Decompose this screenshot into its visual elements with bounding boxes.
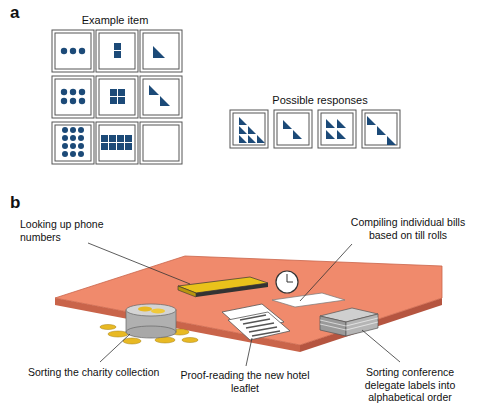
phone-book [178,277,268,297]
till-rolls [272,293,345,307]
matrix-figures [61,43,170,157]
callout-label: Sorting conference delegate labels into … [345,366,475,404]
charity-tin [100,304,198,344]
matrix-cells [52,30,182,164]
callout-label: Looking up phone numbers [20,218,120,243]
callout-label: Proof-reading the new hotel leaflet [180,369,310,394]
panel-heading: Example item [70,14,160,27]
panel-letter: a [10,3,30,23]
callout-label: Sorting the charity collection [28,366,168,379]
response-boxes [230,110,400,148]
table [55,256,442,352]
response-figures [239,116,396,145]
leader-lines [88,243,400,366]
panel-heading: Possible responses [255,94,385,107]
leaflet [222,304,290,340]
panel-letter: b [10,193,30,213]
callout-label: Compiling individual bills based on till… [338,216,478,241]
clock [276,271,298,293]
delegate-labels [320,308,378,336]
